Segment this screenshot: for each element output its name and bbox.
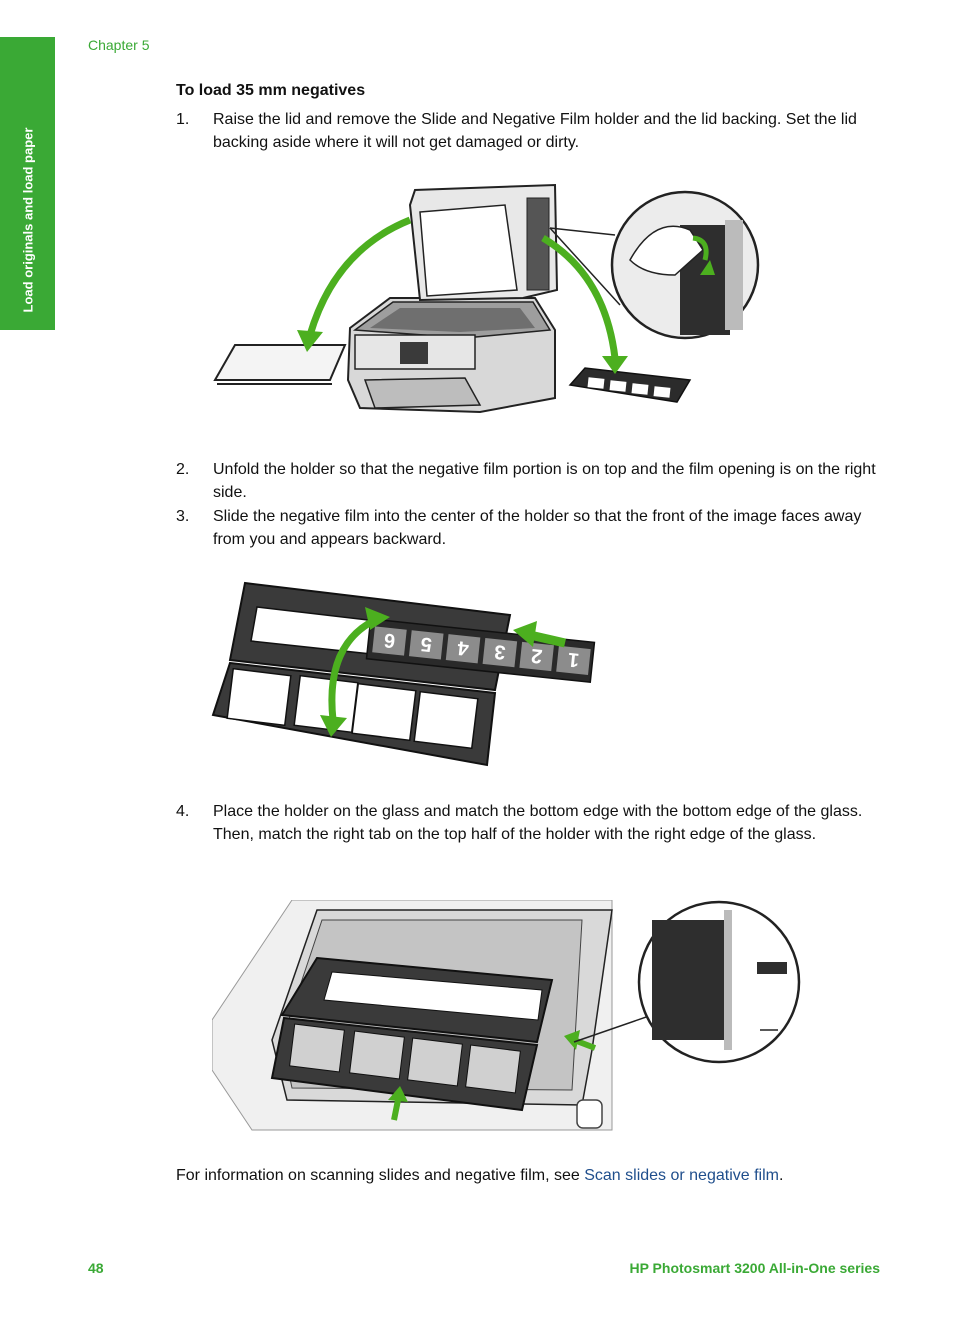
arrow-head-icon — [564, 1030, 580, 1050]
step-number: 4. — [176, 803, 190, 820]
film-holder-illustration — [568, 367, 692, 403]
step-text: Raise the lid and remove the Slide and N… — [213, 111, 857, 151]
arrow-head-icon — [602, 356, 628, 374]
detail-inset — [549, 190, 760, 340]
film-frame-number: 3 — [493, 640, 506, 663]
detail-inset — [573, 900, 801, 1064]
arrow-head-icon — [513, 621, 537, 647]
sidebar-tab: Load originals and load paper — [0, 37, 55, 330]
film-frame-number: 1 — [567, 648, 580, 671]
step-number: 2. — [176, 461, 190, 478]
film-frame-number: 6 — [383, 628, 396, 651]
arrow-head-icon — [320, 715, 347, 737]
reference-note-suffix: . — [778, 1167, 784, 1184]
lid-backing-illustration — [213, 344, 347, 385]
step-3: 3. Slide the negative film into the cent… — [176, 505, 880, 551]
step-2: 2. Unfold the holder so that the negativ… — [176, 458, 880, 504]
step-text: Slide the negative film into the center … — [213, 508, 862, 548]
page-number: 48 — [88, 1260, 104, 1276]
arrow-head-icon — [297, 330, 323, 352]
scan-slides-link[interactable]: Scan slides or negative film — [584, 1167, 779, 1184]
fold-arrow-icon — [328, 616, 377, 721]
figure-load-film: 6 5 4 3 2 1 — [211, 581, 596, 767]
insert-arrow-icon — [528, 630, 567, 648]
reference-note-prefix: For information on scanning slides and n… — [176, 1167, 585, 1184]
step-1: 1. Raise the lid and remove the Slide an… — [176, 108, 880, 154]
step-4: 4. Place the holder on the glass and mat… — [176, 800, 880, 846]
reference-note: For information on scanning slides and n… — [176, 1167, 783, 1185]
arrow-head-icon — [388, 1086, 408, 1102]
figure-holder-on-glass — [212, 900, 801, 1131]
film-holder-illustration — [211, 581, 512, 767]
arrow-right-icon — [541, 234, 619, 359]
arrow-head-icon — [365, 607, 390, 630]
chapter-label: Chapter 5 — [88, 37, 150, 53]
figure-remove-holder — [213, 183, 760, 414]
align-arrow-icon — [391, 1099, 401, 1121]
step-text: Place the holder on the glass and match … — [213, 803, 863, 843]
film-frame-number: 4 — [456, 636, 470, 659]
film-holder-illustration — [270, 956, 554, 1112]
film-strip: 6 5 4 3 2 1 — [365, 618, 596, 684]
sidebar-tab-label: Load originals and load paper — [20, 127, 36, 313]
step-number: 1. — [176, 111, 190, 128]
step-number: 3. — [176, 508, 190, 525]
arrow-left-icon — [306, 216, 412, 336]
film-frame-number: 5 — [420, 632, 433, 655]
film-frame-number: 2 — [530, 644, 543, 667]
product-name: HP Photosmart 3200 All-in-One series — [629, 1260, 880, 1276]
section-heading: To load 35 mm negatives — [176, 82, 366, 99]
printer-illustration — [346, 183, 559, 414]
step-text: Unfold the holder so that the negative f… — [213, 461, 876, 501]
